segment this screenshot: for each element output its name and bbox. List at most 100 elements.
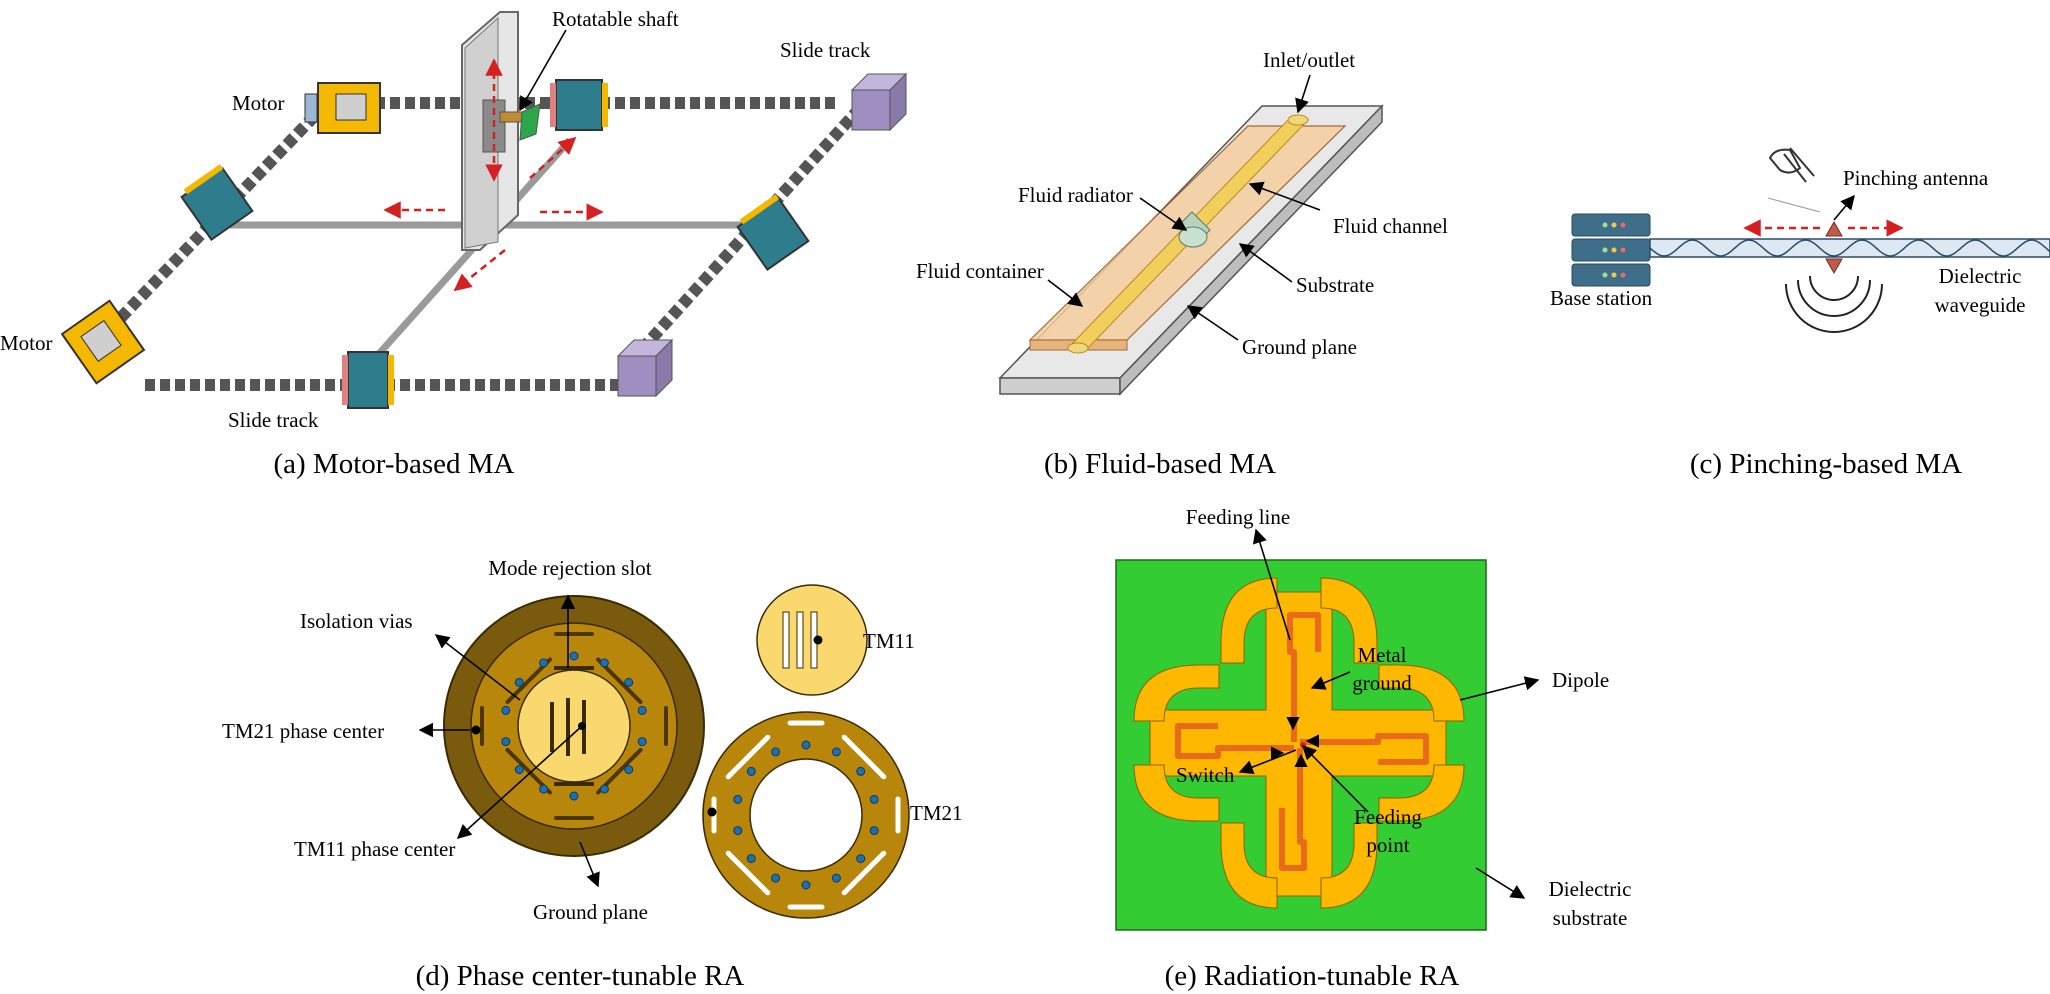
tm21-patch <box>702 711 910 919</box>
arrow-fluid-container <box>1047 279 1084 307</box>
isolation-via <box>869 794 879 804</box>
mode-rejection-slot <box>725 734 771 780</box>
dipoles <box>1133 577 1465 909</box>
panel-e-radiation-tunable-ra: Feeding line Metal ground Dipole Switch … <box>1115 505 1632 992</box>
label-dielectric-substrate-2: substrate <box>1553 906 1628 930</box>
track-end-block-top <box>850 72 908 132</box>
mode-rejection-slot <box>725 850 771 896</box>
label-motor-top: Motor <box>232 91 285 115</box>
isolation-via <box>514 765 524 775</box>
label-tm11-phase-center: TM11 phase center <box>294 837 455 861</box>
panel-d-phase-center-tunable-ra: Mode rejection slot Isolation vias TM21 … <box>222 556 963 992</box>
motion-arrows <box>383 58 604 292</box>
isolation-via <box>637 705 647 715</box>
dipole-arm <box>1320 822 1378 909</box>
isolation-via <box>514 677 524 687</box>
arrow-feeding-point <box>1301 744 1369 813</box>
dipole-arm <box>1133 764 1220 822</box>
label-feeding-point-2: point <box>1366 833 1409 857</box>
label-switch: Switch <box>1176 763 1235 787</box>
isolation-via <box>801 740 811 750</box>
isolation-via <box>539 658 549 668</box>
caption-e: (e) Radiation-tunable RA <box>1165 960 1460 992</box>
isolation-via <box>801 880 811 890</box>
isolation-via <box>733 826 743 836</box>
label-pinching-antenna: Pinching antenna <box>1843 166 1989 190</box>
label-feeding-point-1: Feeding <box>1354 805 1422 829</box>
isolation-via <box>501 705 511 715</box>
slider-bottom <box>342 351 394 409</box>
arrow-substrate <box>1238 243 1293 283</box>
radiation-waves <box>1785 275 1883 333</box>
label-isolation-vias: Isolation vias <box>300 609 413 633</box>
motor-left <box>60 299 146 385</box>
clothespin-icon <box>1767 147 1821 213</box>
label-substrate: Substrate <box>1296 273 1374 297</box>
arrow-dipole <box>1459 676 1540 701</box>
feeding-lines <box>1175 612 1429 871</box>
isolation-via <box>501 737 511 747</box>
dipole-arm <box>1320 577 1378 664</box>
label-base-station: Base station <box>1550 286 1653 310</box>
label-dipole: Dipole <box>1552 668 1609 692</box>
dielectric-waveguide <box>1649 238 2050 258</box>
arrow-fluid-channel <box>1248 181 1321 211</box>
dipole-arm <box>1220 577 1278 664</box>
label-slide-track-bottom: Slide track <box>228 408 319 432</box>
label-feeding-line: Feeding line <box>1186 505 1290 529</box>
antenna-plate <box>461 11 541 251</box>
isolation-via <box>831 873 841 883</box>
label-ground-plane-d: Ground plane <box>533 900 648 924</box>
isolation-via <box>856 854 866 864</box>
dipole-arm <box>1378 764 1465 822</box>
arrow-feeding-line <box>1252 528 1291 641</box>
dipole-arm <box>1220 822 1278 909</box>
arrow-ground-plane-d <box>579 841 600 888</box>
panel-c-pinching-based-ma: Pinching antenna Base station Dielectric… <box>1550 147 2050 480</box>
pinching-antenna <box>1825 220 1843 275</box>
label-dielectric-waveguide-2: waveguide <box>1935 293 2026 317</box>
isolation-via <box>771 747 781 757</box>
mode-rejection-slot <box>841 850 887 896</box>
label-slide-track-top: Slide track <box>780 38 871 62</box>
base-station <box>1571 213 1651 287</box>
isolation-via <box>637 737 647 747</box>
motor-top <box>304 82 381 134</box>
mode-rejection-slot <box>841 734 887 780</box>
label-rotatable-shaft: Rotatable shaft <box>552 7 679 31</box>
panel-b-fluid-based-ma: Inlet/outlet Fluid radiator Fluid channe… <box>916 48 1448 480</box>
label-dielectric-substrate-1: Dielectric <box>1549 877 1632 901</box>
isolation-via <box>624 765 634 775</box>
caption-a: (a) Motor-based MA <box>273 448 514 480</box>
arrow-pinching-antenna <box>1833 194 1855 221</box>
label-metal-ground-2: ground <box>1352 671 1412 695</box>
label-mode-rejection-slot: Mode rejection slot <box>488 556 651 580</box>
caption-b: (b) Fluid-based MA <box>1044 448 1276 480</box>
isolation-via <box>599 784 609 794</box>
switches <box>1271 717 1319 767</box>
slider-right <box>736 194 810 272</box>
arrow-isolation-vias <box>434 634 521 701</box>
isolation-via <box>733 794 743 804</box>
label-motor-left: Motor <box>0 331 53 355</box>
slider-left <box>180 164 254 242</box>
label-fluid-channel: Fluid channel <box>1333 214 1448 238</box>
isolation-via <box>771 873 781 883</box>
arrow-metal-ground <box>1310 671 1351 690</box>
stacked-patch <box>443 595 705 857</box>
label-tm21: TM21 <box>910 801 963 825</box>
arrow-fluid-radiator <box>1139 197 1188 231</box>
rotatable-shaft-arrow <box>519 29 567 112</box>
isolation-via <box>624 677 634 687</box>
arrow-dielectric-substrate <box>1475 867 1526 899</box>
isolation-via <box>539 784 549 794</box>
label-ground-plane: Ground plane <box>1242 335 1357 359</box>
track-end-block-bottom <box>616 338 674 398</box>
caption-c: (c) Pinching-based MA <box>1690 448 1962 480</box>
isolation-via <box>746 766 756 776</box>
label-metal-ground-1: Metal <box>1358 643 1407 667</box>
panel-a-motor-based-ma: Rotatable shaft Slide track Motor Motor … <box>0 7 908 480</box>
label-inlet-outlet: Inlet/outlet <box>1263 48 1355 72</box>
label-dielectric-waveguide-1: Dielectric <box>1939 264 2022 288</box>
